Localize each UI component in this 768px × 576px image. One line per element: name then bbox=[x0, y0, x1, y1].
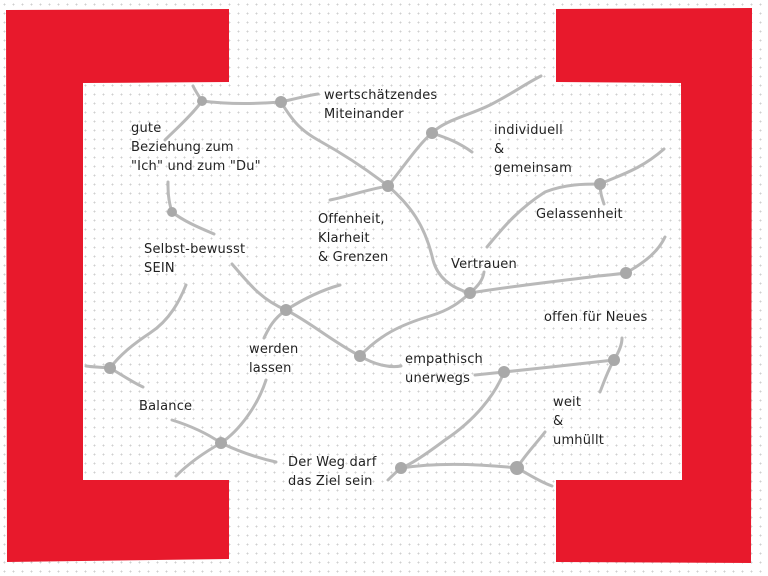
network-node bbox=[197, 96, 207, 106]
network-branch bbox=[170, 418, 223, 445]
network-node bbox=[382, 180, 394, 192]
network-branch bbox=[174, 441, 223, 478]
network-branch bbox=[230, 262, 288, 312]
network-node bbox=[167, 207, 177, 217]
label-gelassenheit: Gelassenheit bbox=[536, 207, 623, 222]
label-balance: Balance bbox=[139, 399, 193, 414]
network-branch bbox=[328, 184, 390, 202]
network-branch bbox=[219, 441, 278, 464]
label-weit-umhuellt: weit & umhüllt bbox=[553, 395, 605, 448]
label-werden-lassen: werden lassen bbox=[249, 342, 299, 376]
network-node bbox=[395, 462, 407, 474]
network-branch bbox=[170, 210, 216, 236]
network-node bbox=[620, 267, 632, 279]
network-node bbox=[594, 178, 606, 190]
network-branch bbox=[358, 291, 472, 358]
network-node bbox=[608, 354, 620, 366]
label-individuell-gemeinsam: individuell & gemeinsam bbox=[494, 123, 572, 176]
label-wertschaetzendes-miteinander: wertschätzendes Miteinander bbox=[324, 88, 438, 122]
network-branch bbox=[108, 283, 188, 370]
network-branch bbox=[624, 235, 667, 275]
network-branch bbox=[284, 308, 362, 358]
network-branch bbox=[284, 283, 342, 312]
right-bracket bbox=[556, 8, 752, 563]
network-node bbox=[104, 362, 116, 374]
label-selbst-bewusst-sein: Selbst-bewusst SEIN bbox=[144, 242, 246, 276]
network-branch bbox=[468, 271, 628, 295]
label-offenheit-klarheit-grenzen: Offenheit, Klarheit & Grenzen bbox=[318, 212, 389, 265]
label-vertrauen: Vertrauen bbox=[451, 257, 517, 272]
network-node bbox=[280, 304, 292, 316]
network-branch bbox=[358, 354, 403, 369]
network-node bbox=[510, 461, 524, 475]
network-branch bbox=[430, 131, 474, 154]
network-branch bbox=[219, 378, 268, 445]
network-branch bbox=[502, 358, 616, 374]
label-offen-fuer-neues: offen für Neues bbox=[544, 310, 648, 325]
network-branch bbox=[598, 147, 666, 186]
network-branch bbox=[430, 74, 543, 135]
network-node bbox=[426, 127, 438, 139]
label-der-weg-darf-das-ziel-sein: Der Weg darf das Ziel sein bbox=[288, 455, 377, 489]
network-branch bbox=[200, 99, 283, 105]
network-branch bbox=[399, 462, 519, 470]
left-bracket bbox=[6, 9, 229, 562]
label-empathisch-unerwegs: empathisch unerwegs bbox=[405, 352, 483, 386]
network-branch bbox=[386, 184, 472, 295]
network-branch bbox=[386, 131, 434, 188]
network-branch bbox=[279, 100, 390, 188]
network-node bbox=[354, 350, 366, 362]
label-gute-beziehung: gute Beziehung zum "Ich" und zum "Du" bbox=[131, 121, 261, 174]
network-branch bbox=[399, 370, 506, 470]
network-node bbox=[498, 366, 510, 378]
network-node bbox=[215, 437, 227, 449]
network-node bbox=[275, 96, 287, 108]
network-node bbox=[464, 287, 476, 299]
network-branch bbox=[485, 182, 602, 249]
